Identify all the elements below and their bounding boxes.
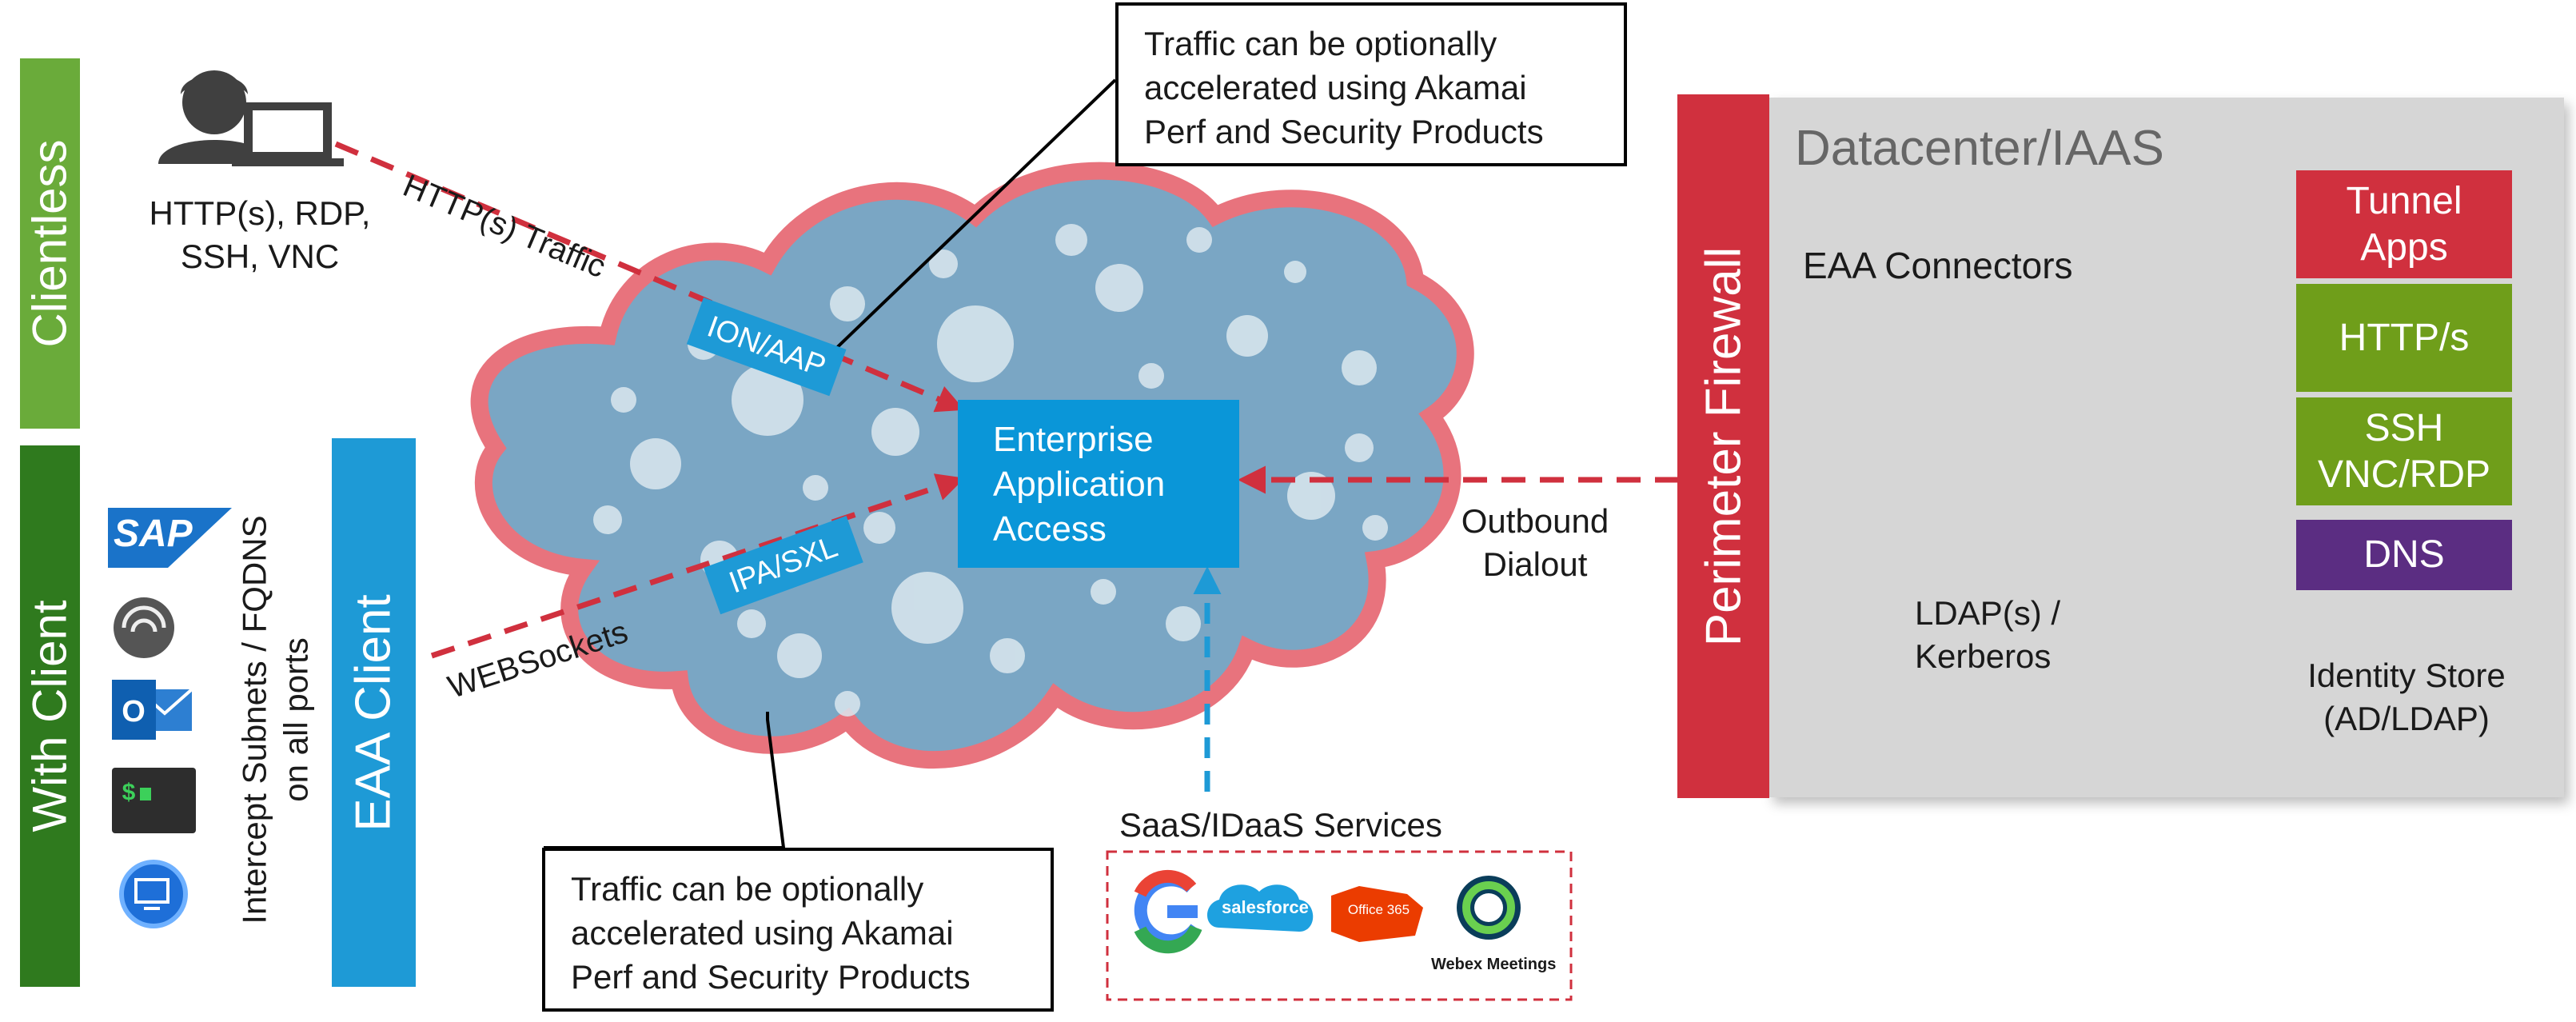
ssh-vnc-rdp-box: SSH VNC/RDP [2296,397,2512,505]
ssh-line-2: VNC/RDP [2317,453,2491,496]
outlook-icon: O [112,680,193,740]
tunnel-line-2: Apps [2360,226,2448,269]
intercept-label-group: Intercept Subnets / FQDNS on all ports [232,496,320,944]
remote-desktop-icon [119,860,188,928]
ssh-line-1: SSH [2364,406,2444,449]
dns-box: DNS [2296,520,2512,590]
with-client-bar: With Client [20,445,80,987]
eaa-line-3: Access [993,509,1107,549]
google-icon [1134,870,1202,954]
perimeter-firewall-bar: Perimeter Firewall [1677,94,1769,798]
callout-bottom-line-1: Traffic can be optionally [571,870,924,908]
intercept-label: Intercept Subnets / FQDNS [236,515,273,924]
tunnel-apps-box: Tunnel Apps [2296,170,2512,278]
callout-bottom-line-3: Perf and Security Products [571,958,971,996]
eaa-client-label: EAA Client [346,593,402,832]
all-ports-label: on all ports [277,637,315,802]
ldap-label: LDAP(s) / Kerberos [1915,592,2060,678]
outbound-dialout-label: Outbound Dialout [1431,500,1639,586]
eaa-line-1: Enterprise [993,420,1154,459]
datacenter-title: Datacenter/IAAS [1795,121,2164,176]
svg-text:$: $ [122,780,136,808]
ldap-line-2: Kerberos [1915,637,2052,675]
eaa-line-2: Application [993,465,1166,504]
clientless-bar: Clientless [20,58,80,429]
http-label: HTTP/s [2339,316,2470,359]
salesforce-icon [1207,884,1314,932]
sap-label: SAP [114,513,193,555]
office365-icon [1331,886,1423,942]
eaa-box: Enterprise Application Access [958,400,1239,568]
outbound-line-2: Dialout [1482,545,1588,583]
sap-icon [108,508,232,568]
clientless-label: Clientless [23,139,78,348]
eaa-client-bar: EAA Client [332,438,416,987]
websockets-line [430,473,965,659]
protocols-line-1: HTTP(s), RDP, [149,194,371,232]
ldap-line-1: LDAP(s) / [1915,594,2061,632]
user-laptop-icon [158,70,344,166]
http-box: HTTP/s [2296,284,2512,392]
webex-label: Webex Meetings [1431,956,1557,973]
identity-line-2: (AD/LDAP) [2323,700,2490,737]
identity-line-1: Identity Store [2307,657,2506,694]
callout-top-line-1: Traffic can be optionally [1144,25,1497,62]
callout-bottom-line-2: accelerated using Akamai [571,914,954,952]
user-protocols: HTTP(s), RDP, SSH, VNC [140,192,380,278]
fingerprint-icon [114,597,174,658]
protocols-line-2: SSH, VNC [180,238,340,275]
with-client-label: With Client [23,600,78,832]
eaa-connectors-label: EAA Connectors [1803,245,2073,286]
perimeter-firewall-label: Perimeter Firewall [1696,246,1752,646]
salesforce-label: salesforce [1222,897,1309,917]
callout-top: Traffic can be optionally accelerated us… [1115,2,1627,166]
terminal-icon: $ [112,768,196,833]
callout-bottom: Traffic can be optionally accelerated us… [542,848,1054,1012]
svg-text:O: O [122,695,146,729]
office-label: Office 365 [1347,902,1410,917]
callout-top-line-3: Perf and Security Products [1144,113,1544,150]
saas-box [1106,850,1573,1001]
webex-icon [1457,876,1521,940]
identity-store-label: Identity Store (AD/LDAP) [2279,654,2534,741]
dns-label: DNS [2363,533,2445,576]
tunnel-line-1: Tunnel [2346,179,2462,222]
outbound-line-1: Outbound [1461,502,1609,540]
callout-top-line-2: accelerated using Akamai [1144,69,1527,106]
saas-title: SaaS/IDaaS Services [1119,806,1442,844]
